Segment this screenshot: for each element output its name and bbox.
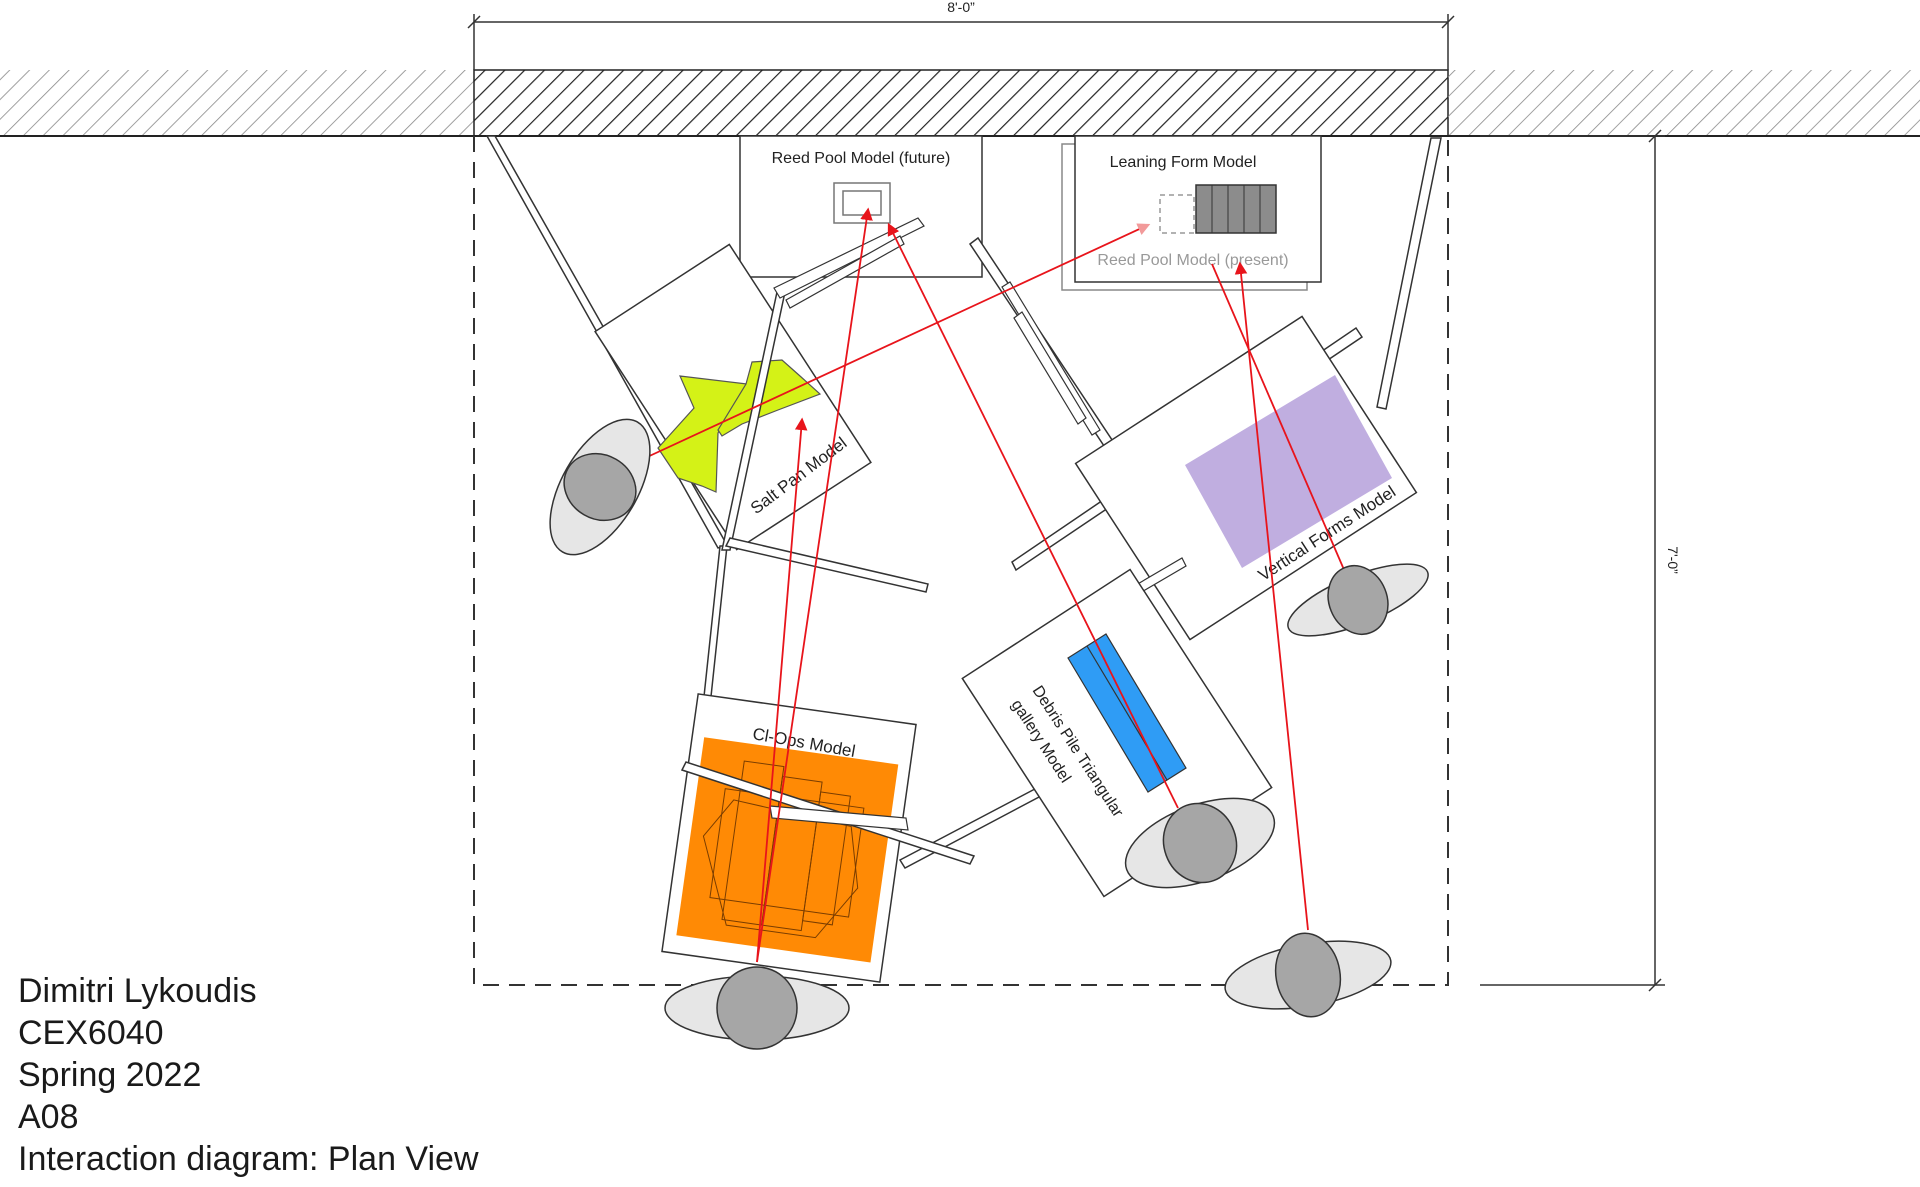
leaning-frame-center [1001, 281, 1101, 436]
reed-pool-future-inner [842, 190, 882, 216]
cl-ops-model-contours [702, 760, 865, 939]
sightline-bottom-left-to-salt-pan [756, 417, 808, 963]
course-code: CEX6040 [18, 1014, 164, 1052]
width-dimension-label: 8'-0” [947, 0, 975, 15]
leaning-frame-center-inner [1013, 311, 1087, 425]
viewer-right [1287, 563, 1429, 637]
back-wall [0, 69, 1920, 137]
sightline-bottom-right-to-leaning-form [1234, 261, 1309, 931]
reed-pool-present-label: Reed Pool Model (present) [1097, 252, 1288, 269]
leaning-frame-top-inner [785, 235, 905, 309]
width-dimension [467, 14, 1455, 70]
sightline-bottom-left-to-reed-future [756, 207, 873, 963]
vertical-forms-model [1185, 375, 1392, 568]
diagram-title: Interaction diagram: Plan View [18, 1140, 479, 1178]
cl-ops-board-group [661, 693, 917, 983]
right-angled-wall [1376, 137, 1442, 410]
debris-side-partition [898, 778, 1057, 869]
author-name: Dimitri Lykoudis [18, 972, 257, 1010]
sightline-left-to-reed-present [629, 223, 1151, 466]
footprint-boundary [473, 136, 1449, 986]
viewer-bottom-right [1224, 932, 1392, 1018]
sightlines [629, 207, 1346, 963]
assignment-number: A08 [18, 1098, 79, 1136]
reed-pool-future-label: Reed Pool Model (future) [772, 150, 951, 167]
salt-pan-front-partition [724, 537, 929, 593]
depth-dimension-label: 7'-0” [1665, 546, 1681, 574]
viewer-bottom-left [664, 966, 850, 1050]
term: Spring 2022 [18, 1056, 202, 1094]
cl-ops-leaning-frame [769, 805, 909, 831]
sightline-right-to-leaning-form [1211, 263, 1346, 573]
viewer-left [549, 418, 651, 556]
credits-block: Dimitri Lykoudis CEX6040 Spring 2022 A08… [18, 970, 479, 1180]
leaning-frame-top [773, 217, 925, 299]
leaning-form-label: Leaning Form Model [1110, 154, 1257, 171]
viewer-debris [1124, 797, 1276, 889]
sightline-debris-to-reed-future [887, 222, 1179, 809]
reed-pool-present-model [1159, 194, 1195, 234]
depth-dimension [1480, 129, 1665, 992]
leaning-form-model [1195, 184, 1277, 234]
